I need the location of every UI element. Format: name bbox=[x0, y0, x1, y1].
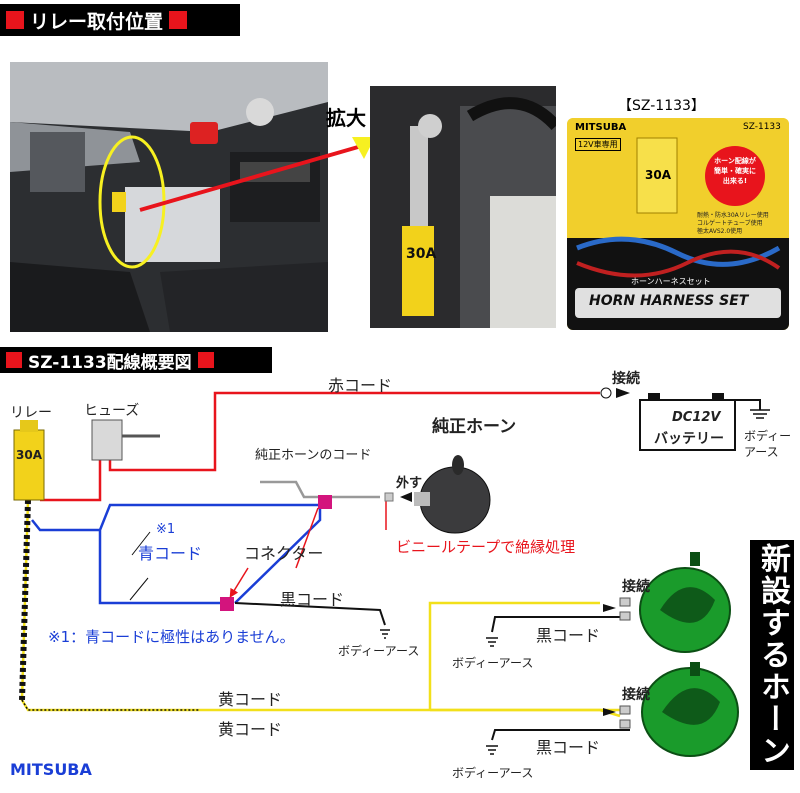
connector-upper bbox=[318, 495, 332, 509]
new-horn-text: 新設するホーン bbox=[755, 543, 790, 767]
section-title: SZ-1133配線概要図 bbox=[28, 352, 192, 373]
fuse-shape bbox=[91, 419, 123, 461]
black-cord-line bbox=[234, 602, 386, 626]
body-earth-label-3: ボディーアース bbox=[452, 766, 534, 780]
yellow-cord-label-1: 黄コード bbox=[218, 690, 283, 709]
blue-cord-line bbox=[31, 503, 322, 605]
section-header-relay-position: リレー取付位置 bbox=[0, 4, 240, 36]
zoom-label: 拡大 bbox=[326, 106, 366, 130]
corrugated-tube bbox=[19, 499, 31, 701]
vinyl-tape-label: ビニールテープで絶縁処理 bbox=[396, 538, 576, 556]
connect-label-battery: 接続 bbox=[612, 371, 640, 387]
black-cord-label-horn2: 黒コード bbox=[536, 738, 601, 757]
new-horn-label: 新設するホーン bbox=[750, 540, 794, 770]
body-earth-label-2: ボディーアース bbox=[452, 656, 534, 670]
package-voltage: 12V車専用 bbox=[575, 138, 621, 151]
red-cord-line bbox=[40, 391, 600, 502]
yellow-cord-label-2: 黄コード bbox=[218, 720, 283, 739]
oem-horn-cord-line bbox=[260, 480, 380, 499]
body-earth-label-1: ボディーアース bbox=[338, 644, 420, 658]
product-code-label: 【SZ-1133】 bbox=[618, 98, 705, 114]
red-square-icon bbox=[169, 11, 188, 29]
package-feature-3: 極太AVS2.0使用 bbox=[697, 228, 743, 235]
black-cord-label-horn1: 黒コード bbox=[536, 626, 601, 645]
relay-label: リレー bbox=[10, 405, 52, 421]
package-brand: MITSUBA bbox=[575, 122, 627, 133]
oem-horn-label: 純正ホーン bbox=[432, 417, 517, 437]
package-relay-rating: 30A bbox=[645, 168, 671, 182]
package-name: HORN HARNESS SET bbox=[589, 293, 749, 309]
product-package: MITSUBA SZ-1133 12V車専用 30A ホーン配線が簡単・確実に出… bbox=[567, 118, 789, 330]
red-square-icon bbox=[197, 352, 214, 368]
black-cord-label: 黒コード bbox=[280, 590, 345, 609]
svg-text:30A: 30A bbox=[406, 246, 436, 262]
package-badge: ホーン配線が簡単・確実に出来る! bbox=[714, 157, 756, 185]
relay-shape bbox=[13, 429, 45, 501]
fuse-label: ヒューズ bbox=[84, 403, 140, 419]
battery-label-dc12v: DC12V bbox=[672, 410, 721, 425]
battery-shape bbox=[639, 399, 736, 451]
package-subtitle: ホーンハーネスセット bbox=[631, 277, 711, 286]
zoom-arrow bbox=[139, 137, 375, 212]
oem-horn-shape bbox=[419, 466, 491, 534]
relay-closeup-photo: 30A bbox=[370, 86, 556, 328]
oem-cord-label: 純正ホーンのコード bbox=[255, 448, 372, 463]
red-square-icon bbox=[6, 11, 24, 29]
blue-cord-label: 青コード bbox=[138, 544, 203, 563]
new-horn-1 bbox=[619, 552, 731, 653]
relay-rating-label: 30A bbox=[16, 448, 42, 462]
package-feature-1: 耐熱・防水30Aリレー使用 bbox=[697, 212, 769, 219]
package-code: SZ-1133 bbox=[743, 122, 781, 132]
battery-label: バッテリー bbox=[654, 431, 724, 447]
red-square-icon bbox=[6, 352, 22, 368]
engine-bay-photo bbox=[10, 62, 328, 332]
polarity-note: ※1：青コードに極性はありません。 bbox=[48, 628, 295, 646]
note-mark: ※1 bbox=[156, 522, 176, 537]
footer-brand-logo: MITSUBA bbox=[10, 760, 92, 779]
package-feature-2: コルゲートチューブ使用 bbox=[697, 220, 763, 227]
section-header-wiring-diagram: SZ-1133配線概要図 bbox=[0, 347, 272, 373]
connect-label-horn1: 接続 bbox=[622, 579, 650, 595]
connect-label-horn2: 接続 bbox=[622, 687, 650, 703]
battery-body-earth-label: ボディー アース bbox=[744, 429, 792, 459]
red-cord-label: 赤コード bbox=[328, 376, 393, 395]
connector-lower bbox=[220, 597, 234, 611]
new-horn-2 bbox=[619, 662, 739, 757]
section-title: リレー取付位置 bbox=[30, 10, 164, 33]
remove-label: 外す bbox=[396, 476, 423, 491]
connector-label: コネクター bbox=[244, 544, 324, 563]
